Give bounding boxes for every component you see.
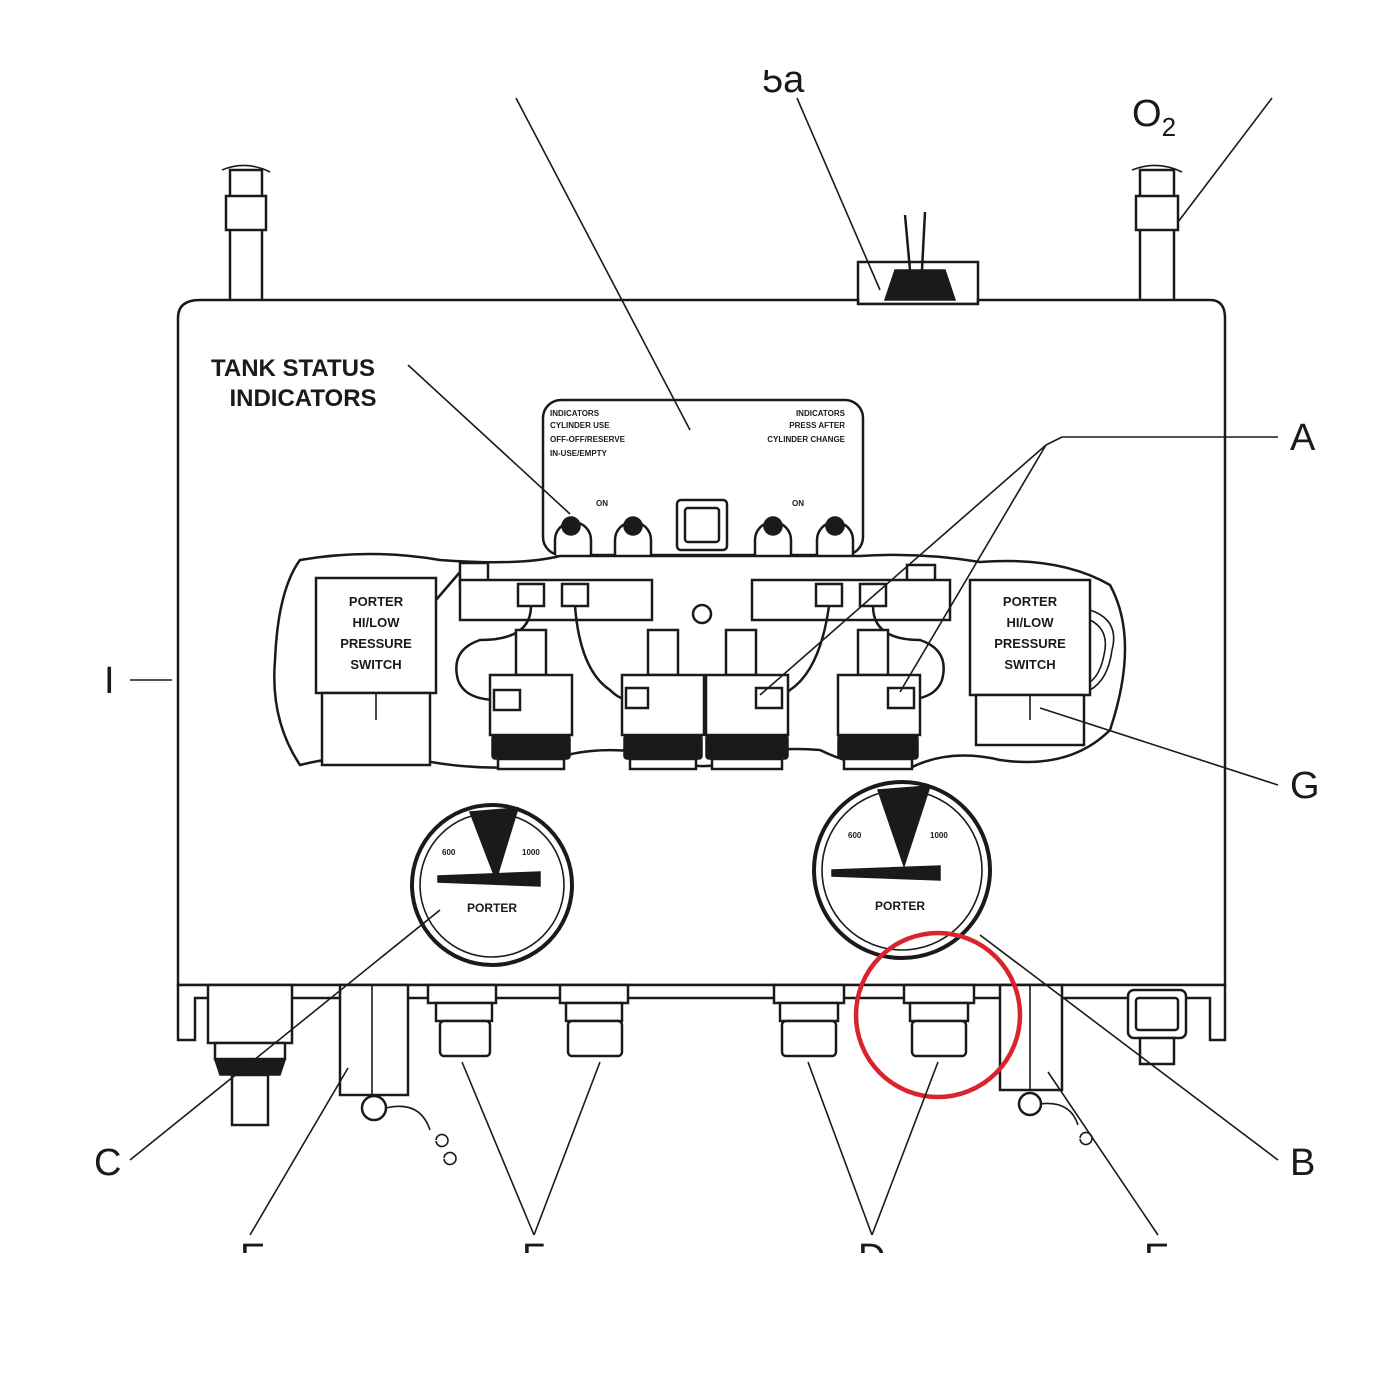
callout-o2: O2 — [1132, 93, 1176, 142]
check-valve-right — [998, 983, 1093, 1146]
check-valve-left — [338, 983, 457, 1166]
top-cable-connector — [856, 211, 980, 306]
indicator-panel-legend-left: INDICATORS CYLINDER USE OFF-OFF/RESERVE … — [550, 409, 626, 458]
left-switch-line-3: PRESSURE — [340, 636, 412, 651]
left-gauge-brand: PORTER — [467, 901, 517, 915]
callout-a: A — [1290, 417, 1316, 459]
indicator-panel-legend-right: INDICATORS PRESS AFTER CYLINDER CHANGE — [767, 409, 845, 444]
reset-button — [675, 498, 729, 552]
right-switch-line-3: PRESSURE — [994, 636, 1066, 651]
outlet-fitting-d2 — [902, 983, 976, 1058]
transducer-4 — [836, 628, 922, 771]
left-pressure-switch — [314, 561, 490, 767]
highlight-circle — [853, 930, 1023, 1100]
left-switch-line-4: SWITCH — [350, 657, 401, 672]
right-switch-line-4: SWITCH — [1004, 657, 1055, 672]
panel-right-line-1: INDICATORS — [796, 409, 846, 418]
left-switch-label: PORTER HI/LOW PRESSURE SWITCH — [340, 594, 412, 672]
left-gauge-scale-high: 1000 — [522, 848, 540, 857]
inlet-fitting-e2 — [558, 983, 630, 1058]
left-inlet-pipe — [221, 164, 271, 307]
right-gauge-scale-high: 1000 — [930, 831, 948, 840]
panel-left-line-3: OFF-OFF/RESERVE — [550, 435, 626, 444]
left-pressure-gauge: PORTER 600 1000 — [410, 803, 574, 967]
right-switch-label: PORTER HI/LOW PRESSURE SWITCH — [994, 594, 1066, 672]
right-switch-line-2: HI/LOW — [1007, 615, 1055, 630]
right-gauge-scale-low: 600 — [848, 831, 862, 840]
panel-right-line-2: PRESS AFTER — [789, 421, 845, 430]
left-switch-line-1: PORTER — [349, 594, 404, 609]
panel-left-line-1: INDICATORS — [550, 409, 600, 418]
inlet-fitting-e1 — [426, 983, 498, 1058]
tank-status-line1: TANK STATUS — [211, 355, 375, 382]
leader-lines — [129, 97, 1279, 1236]
outlet-fitting-d1 — [772, 983, 846, 1058]
bottom-flange — [176, 983, 1227, 1042]
inlet-fitting-c — [206, 983, 294, 1127]
right-switch-line-1: PORTER — [1003, 594, 1058, 609]
mount-hole — [691, 603, 713, 625]
left-switch-line-2: HI/LOW — [353, 615, 401, 630]
right-pressure-switch — [905, 563, 1115, 747]
right-gauge-brand: PORTER — [875, 899, 925, 913]
tank-status-indicators — [553, 516, 855, 555]
panel-left-line-4: IN-USE/EMPTY — [550, 449, 608, 458]
callout-b: B — [1290, 1142, 1315, 1184]
panel-left-mark: ON — [596, 499, 608, 508]
callout-i: I — [104, 660, 115, 702]
o2-outlet-pipe — [1131, 164, 1183, 307]
transducer-3 — [704, 628, 790, 771]
panel-right-mark: ON — [792, 499, 804, 508]
panel-right-line-3: CYLINDER CHANGE — [767, 435, 845, 444]
right-pressure-gauge: PORTER 600 1000 — [812, 780, 992, 960]
left-gauge-scale-low: 600 — [442, 848, 456, 857]
right-terminal-strip — [750, 578, 952, 622]
left-terminal-strip — [458, 578, 654, 622]
transducer-2 — [620, 628, 706, 771]
indicator-panel — [541, 398, 865, 557]
transducer-1 — [488, 628, 574, 771]
tank-status-label: TANK STATUS INDICATORS — [211, 355, 377, 412]
tank-status-line2: INDICATORS — [229, 385, 376, 412]
callout-c: C — [94, 1142, 121, 1184]
panel-left-line-2: CYLINDER USE — [550, 421, 610, 430]
top-crop — [740, 0, 820, 70]
bottom-crop — [0, 1253, 1400, 1400]
callout-g: G — [1290, 765, 1320, 807]
